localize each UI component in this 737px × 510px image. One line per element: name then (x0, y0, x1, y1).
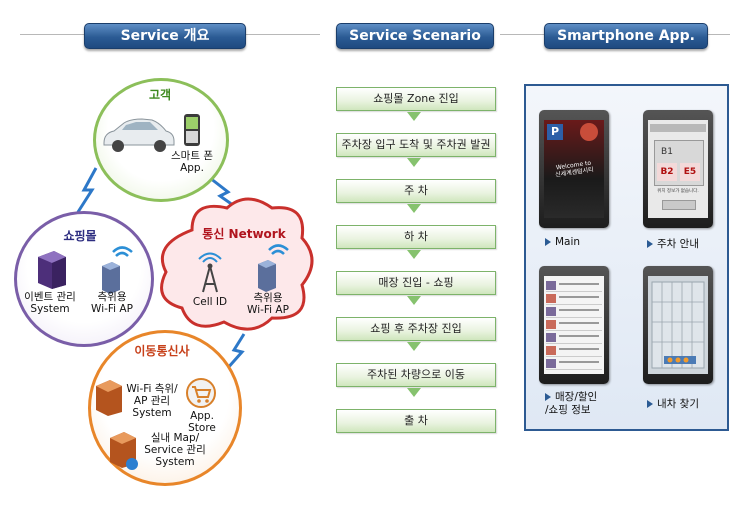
triangle-bullet-icon (647, 400, 653, 408)
mall-circle (14, 211, 154, 347)
shopping-thumb (546, 320, 556, 329)
bolt-customer-network (209, 176, 241, 212)
scenario-step: 쇼핑몰 Zone 진입 (336, 87, 496, 111)
shopping-list-row (546, 280, 602, 292)
shopping-thumb (546, 359, 556, 368)
mall-ap-label: 측위용 Wi-Fi AP (91, 291, 133, 315)
phone-parking-guide: B1 B2 E5 위치 정보가 없습니다. (643, 110, 713, 228)
shopping-thumb (546, 294, 556, 303)
parking-cell-b2: B2 (657, 163, 677, 181)
bolt-customer-mall (76, 167, 98, 213)
phone-parking-screen: B1 B2 E5 위치 정보가 없습니다. (648, 120, 708, 218)
shopping-text-line (559, 335, 599, 337)
shopping-text-line (559, 296, 599, 298)
customer-title: 고객 (148, 88, 172, 102)
car-icon (103, 118, 175, 152)
gift-icon (580, 123, 598, 141)
server-icon (38, 251, 66, 289)
phone-parking-label: 주차 안내 (647, 236, 699, 251)
parking-cell-e5: E5 (680, 163, 700, 181)
phone-findcar-label-text: 내차 찾기 (657, 398, 699, 410)
header-service-overview: Service 개요 (84, 23, 246, 49)
header-service-scenario: Service Scenario (336, 23, 494, 49)
shopping-thumb (546, 346, 556, 355)
carrier-wifi-label: Wi-Fi 측위/ AP 관리 System (126, 383, 178, 419)
phone-shopping-label-text: 매장/할인 /쇼핑 정보 (545, 391, 598, 416)
parking-cell-blank (680, 143, 700, 161)
shopping-list-row (546, 293, 602, 305)
header-smartphone-app: Smartphone App. (544, 23, 708, 49)
scenario-step: 주 차 (336, 179, 496, 203)
shopping-list-row (546, 358, 602, 370)
down-arrow-icon (407, 342, 421, 351)
scenario-step: 출 차 (336, 409, 496, 433)
shopping-text-line (559, 361, 599, 363)
bolt-network-carrier (224, 333, 246, 371)
down-arrow-icon (407, 250, 421, 259)
scenario-step: 주차장 입구 도착 및 주차권 발권 (336, 133, 496, 157)
shopping-list-row (546, 332, 602, 344)
carrier-wifi-server-icon (96, 380, 122, 416)
network-ap-label: 측위용 Wi-Fi AP (247, 292, 289, 316)
scenario-step: 매장 진입 - 쇼핑 (336, 271, 496, 295)
mall-wifi-ap-icon (102, 246, 133, 294)
shopping-thumb (546, 281, 556, 290)
phone-findcar-label: 내차 찾기 (647, 396, 699, 411)
down-arrow-icon (407, 158, 421, 167)
phone-shopping-info (539, 266, 609, 384)
down-arrow-icon (407, 204, 421, 213)
network-wifi-ap-icon (258, 244, 289, 292)
mall-event-label: 이벤트 관리 System (24, 291, 76, 315)
phone-main: P Welcome to 신세계센텀시티 (539, 110, 609, 228)
scenario-step: 주차된 차량으로 이동 (336, 363, 496, 387)
shopping-list-row (546, 306, 602, 318)
shopping-list-row (546, 345, 602, 357)
shopping-text-line (559, 283, 599, 285)
phone-parking-button (662, 200, 696, 210)
carrier-map-server-icon (110, 432, 138, 470)
phone-shopping-label: 매장/할인 /쇼핑 정보 (545, 391, 597, 417)
parking-grid: B1 B2 E5 (654, 140, 704, 186)
phone-parking-status: 위치 정보가 없습니다. (657, 189, 699, 194)
shopping-text-line (559, 322, 599, 324)
shopping-thumb (546, 333, 556, 342)
triangle-bullet-icon (545, 238, 551, 246)
triangle-bullet-icon (647, 240, 653, 248)
carrier-map-label: 실내 Map/ Service 관리 System (144, 432, 206, 468)
phone-parking-label-text: 주차 안내 (657, 238, 699, 250)
phone-find-car (643, 266, 713, 384)
scenario-step: 하 차 (336, 225, 496, 249)
carrier-title: 이동통신사 (134, 344, 190, 358)
shopping-text-line (559, 309, 599, 311)
network-title: 통신 Network (202, 227, 286, 241)
shopping-list-row (546, 319, 602, 331)
customer-smartphone-label: 스마트 폰 App. (171, 150, 213, 174)
network-cloud (160, 197, 314, 331)
phone-findcar-screen (648, 276, 708, 374)
down-arrow-icon (407, 388, 421, 397)
network-cell-label: Cell ID (192, 296, 228, 308)
triangle-bullet-icon (545, 393, 551, 401)
parking-icon: P (547, 124, 563, 140)
parking-cell-b1: B1 (661, 147, 673, 157)
indoor-map (651, 281, 705, 369)
shopping-text-line (559, 348, 599, 350)
scenario-step: 쇼핑 후 주차장 진입 (336, 317, 496, 341)
cell-tower-icon (198, 252, 222, 293)
phone-main-screen: P Welcome to 신세계센텀시티 (544, 120, 604, 218)
down-arrow-icon (407, 296, 421, 305)
carrier-store-label: App. Store (188, 410, 216, 434)
mall-title: 쇼핑몰 (63, 229, 97, 243)
phone-main-label-text: Main (555, 236, 581, 248)
phone-parking-topbar (650, 124, 706, 132)
app-store-icon (186, 378, 216, 408)
phone-main-label: Main (545, 236, 580, 248)
phone-shopping-screen (544, 276, 604, 374)
smartphone-icon (184, 114, 200, 146)
down-arrow-icon (407, 112, 421, 121)
shopping-thumb (546, 307, 556, 316)
phone-main-screen-title: Welcome to 신세계센텀시티 (554, 159, 595, 179)
